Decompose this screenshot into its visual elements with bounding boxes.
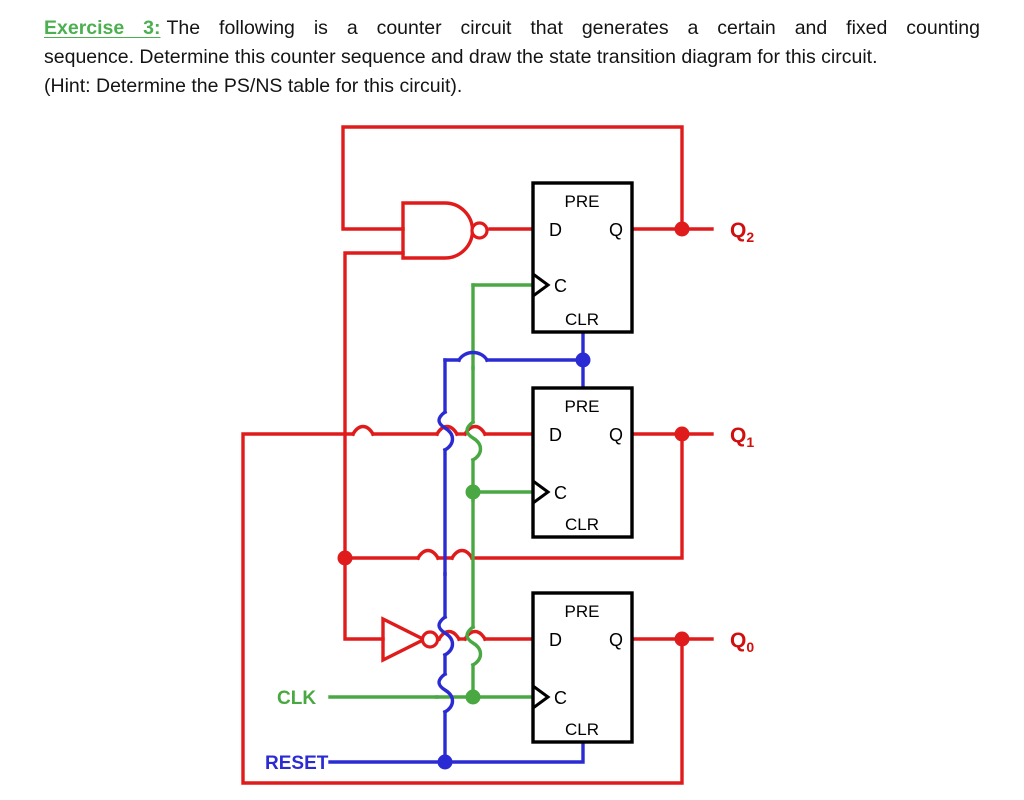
junction-reset-trunk bbox=[437, 754, 453, 770]
wire-hop-d1-over-reset bbox=[434, 424, 460, 437]
ff0-clr-label: CLR bbox=[565, 720, 599, 739]
wire-hop-q1-over-reset bbox=[415, 548, 441, 561]
nand-bubble-icon bbox=[470, 221, 489, 240]
wire-reset-to-ff0-clr bbox=[443, 740, 585, 764]
ff1-pre-label: PRE bbox=[565, 397, 600, 416]
ff1-q-label: Q bbox=[609, 425, 623, 445]
nand-gate bbox=[401, 201, 489, 260]
reset-wires-blue bbox=[328, 330, 585, 764]
question-line-2: sequence. Determine this counter sequenc… bbox=[44, 46, 878, 68]
wire-hop-reset-over-clk-trunk bbox=[456, 350, 490, 363]
wire-q2-feedback-to-nand bbox=[341, 125, 684, 231]
wire-hop-reset-over-clk bbox=[437, 671, 455, 715]
wire-hop-d1-over-nandfeed bbox=[350, 424, 376, 437]
junction-clk-ff0 bbox=[465, 689, 481, 705]
wire-q1-feedback-to-nand bbox=[343, 251, 420, 560]
flipflop-q2[interactable]: PRE D Q C CLR bbox=[531, 181, 634, 334]
ff1-d-label: D bbox=[549, 425, 562, 445]
not-bubble-icon bbox=[420, 630, 440, 649]
ff2-q-label: Q bbox=[609, 220, 623, 240]
ff0-d-label: D bbox=[549, 630, 562, 650]
junction-q1-feedback-split bbox=[337, 550, 353, 566]
wire-q1-to-inverter-input bbox=[343, 556, 385, 641]
wire-hop-q1-over-clk bbox=[449, 548, 475, 561]
output-label-q1: Q1 bbox=[730, 424, 754, 450]
ff2-clr-label: CLR bbox=[565, 310, 599, 329]
ff2-clock-triangle-icon bbox=[532, 272, 551, 298]
ff2-pre-label: PRE bbox=[565, 192, 600, 211]
wire-hop-reset-over-d1 bbox=[437, 409, 455, 453]
junction-clk-ff1 bbox=[465, 484, 481, 500]
ff0-clock-triangle-icon bbox=[532, 684, 551, 710]
question-text: Exercise 3:The following is a counter ci… bbox=[44, 14, 980, 101]
wire-hop-clk-over-d0 bbox=[465, 624, 483, 668]
wire-hop-reset-over-d0 bbox=[437, 614, 455, 658]
junction-reset-ff2clr-ff1pre bbox=[575, 352, 591, 368]
not-gate bbox=[381, 616, 440, 663]
wire-q1-feedback-seg1 bbox=[470, 432, 684, 560]
input-label-reset: RESET bbox=[265, 753, 329, 774]
flipflop-q1[interactable]: PRE D Q C CLR bbox=[531, 386, 634, 539]
junction-dots bbox=[337, 221, 690, 770]
exercise-label: Exercise 3: bbox=[44, 17, 161, 39]
flipflop-q1-box[interactable] bbox=[531, 386, 634, 539]
junction-q2 bbox=[674, 221, 690, 237]
ff1-c-label: C bbox=[554, 483, 567, 503]
input-label-clk: CLK bbox=[277, 688, 316, 709]
wire-hop-clk-over-d1 bbox=[465, 419, 483, 463]
junction-q0 bbox=[674, 631, 690, 647]
question-line-1: The following is a counter circuit that … bbox=[166, 17, 981, 39]
output-labels: Q2 Q1 Q0 bbox=[730, 219, 754, 655]
junction-q1 bbox=[674, 426, 690, 442]
ff1-clock-triangle-icon bbox=[532, 479, 551, 505]
ff2-d-label: D bbox=[549, 220, 562, 240]
not-gate-body bbox=[381, 616, 428, 663]
ff2-c-label: C bbox=[554, 276, 567, 296]
output-label-q0: Q0 bbox=[730, 629, 754, 655]
flipflop-q2-box[interactable] bbox=[531, 181, 634, 334]
output-label-q2: Q2 bbox=[730, 219, 754, 245]
wire-hop-d0-over-reset bbox=[436, 629, 462, 642]
ff0-c-label: C bbox=[554, 688, 567, 708]
ff0-q-label: Q bbox=[609, 630, 623, 650]
wire-q0-feedback-bottom-rail bbox=[241, 432, 684, 785]
ff1-clr-label: CLR bbox=[565, 515, 599, 534]
flipflop-q0-box[interactable] bbox=[531, 591, 634, 744]
ff0-pre-label: PRE bbox=[565, 602, 600, 621]
data-wires-red bbox=[241, 125, 714, 785]
nand-gate-body bbox=[401, 201, 475, 260]
question-line-3: (Hint: Determine the PS/NS table for thi… bbox=[44, 75, 463, 97]
input-labels: CLK RESET bbox=[265, 688, 329, 774]
flipflop-q0[interactable]: PRE D Q C CLR bbox=[531, 591, 634, 744]
